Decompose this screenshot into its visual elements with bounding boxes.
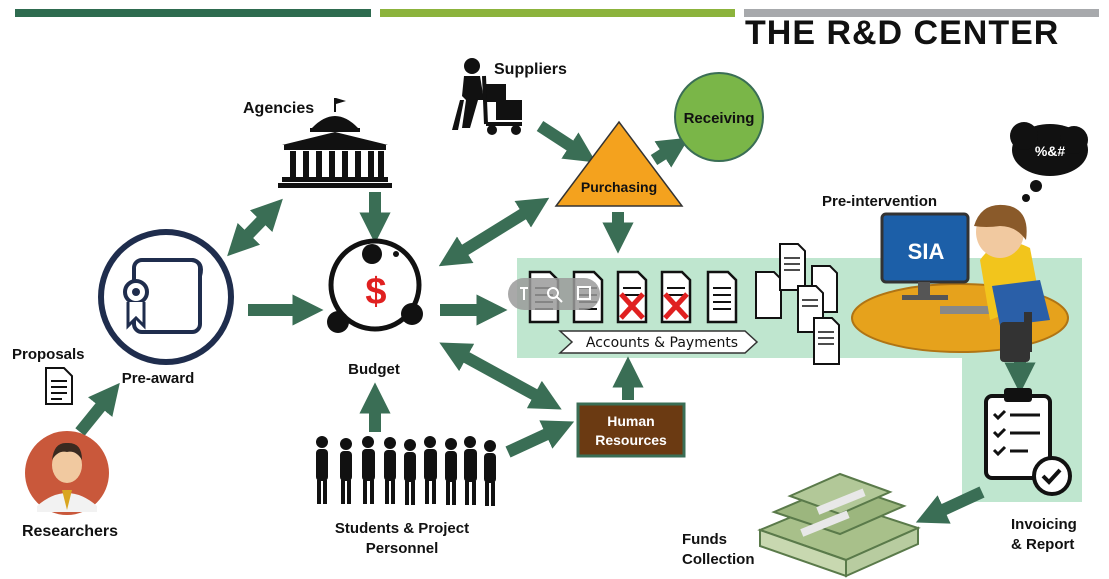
thought-symbols: %&# (1035, 143, 1066, 159)
clipboard-checklist-icon (984, 388, 1072, 496)
document-icon (706, 270, 738, 324)
sia-screen-label: SIA (908, 239, 945, 264)
header-bar-green (380, 9, 735, 17)
receiving-node (674, 72, 764, 162)
cycle-icon (327, 238, 423, 333)
funds-label-1: Funds (682, 531, 727, 548)
students-label-1: Students & Project (335, 520, 469, 537)
funds-label-2: Collection (682, 551, 755, 568)
researchers-label: Researchers (22, 523, 118, 540)
arrow-invoicing-funds (915, 486, 985, 524)
arrow-preaward-agencies (227, 198, 283, 257)
certificate-icon (123, 258, 203, 334)
money-stack-icon (757, 472, 921, 578)
human-resources-label-1: Human (607, 413, 654, 429)
budget-label: Budget (348, 361, 400, 378)
researcher-avatar-icon (25, 431, 109, 515)
rejected-document-icon (616, 270, 648, 324)
capitol-building-icon (278, 98, 392, 188)
proposals-label: Proposals (12, 346, 85, 363)
arrow-budget-purchasing (438, 197, 550, 267)
flow-arrows (75, 120, 1036, 524)
human-resources-node (576, 402, 686, 458)
pre-award-label: Pre-award (122, 370, 195, 387)
arrow-budget-hr (439, 342, 562, 410)
rejected-document-icon (660, 270, 692, 324)
header-bar-dark (15, 9, 371, 17)
search-icon (547, 287, 559, 299)
purchasing-label: Purchasing (581, 179, 657, 195)
invoicing-label-1: Invoicing (1011, 516, 1077, 533)
pin-icon (520, 287, 528, 300)
hand-truck-icon (452, 58, 522, 135)
agencies-label: Agencies (243, 100, 314, 117)
computer-user-icon (851, 204, 1069, 362)
thought-cloud-icon (1010, 122, 1088, 202)
students-label-2: Personnel (366, 540, 439, 557)
accounts-payments-label: Accounts & Payments (586, 335, 738, 351)
overlay-toolbar[interactable] (508, 278, 600, 310)
queue-people-icon (316, 436, 496, 506)
arrow-researchers-preaward (75, 382, 120, 436)
accounts-payments-banner (558, 330, 759, 354)
window-icon (577, 286, 591, 300)
arrow-suppliers-purchasing (536, 120, 597, 163)
page-title: THE R&D CENTER (745, 14, 1060, 52)
receiving-label: Receiving (684, 110, 755, 127)
human-resources-label-2: Resources (595, 432, 667, 448)
budget-dollar-symbol: $ (365, 271, 386, 313)
invoicing-label-2: & Report (1011, 536, 1074, 553)
header-bar-gray (744, 9, 1099, 17)
document-icon (45, 367, 73, 405)
suppliers-label: Suppliers (494, 61, 567, 78)
pre-intervention-label: Pre-intervention (822, 193, 937, 210)
document-stack-icon (755, 243, 840, 365)
purchasing-node (554, 120, 684, 207)
arrow-students-hr (505, 420, 575, 458)
arrow-purchasing-receiving (650, 137, 690, 168)
